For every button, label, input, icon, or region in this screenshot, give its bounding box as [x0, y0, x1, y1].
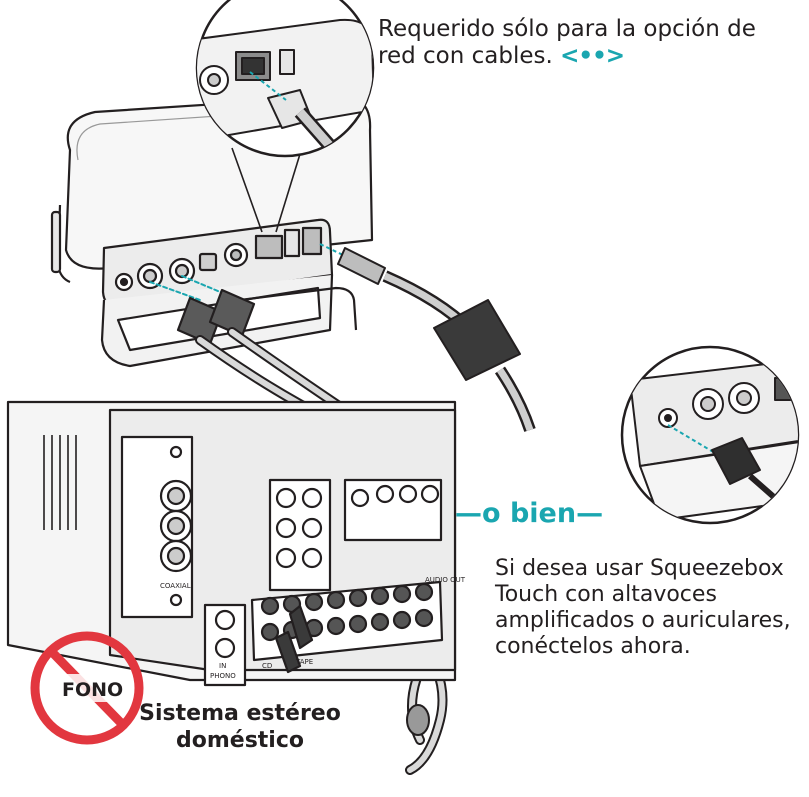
ethernet-arrows-icon: <••>	[560, 43, 625, 69]
stereo-system-label: Sistema estéreo doméstico	[139, 701, 341, 753]
headphone-zoom	[620, 345, 800, 525]
network-note-text: Requerido sólo para la opción de red con…	[378, 16, 756, 69]
stereo-receiver	[6, 400, 457, 687]
power-cable	[319, 243, 536, 432]
phono-badge-text: FONO	[62, 679, 123, 701]
in-label: IN	[219, 662, 226, 670]
ethernet-zoom	[195, 0, 375, 158]
tape-label: TAPE	[295, 658, 313, 666]
network-note: Requerido sólo para la opción de red con…	[378, 16, 798, 70]
phono-label: PHONO	[210, 672, 236, 680]
cd-label: CD	[262, 662, 272, 670]
coaxial-label: COAXIAL	[160, 582, 191, 590]
no-phono-badge: FONO	[30, 631, 144, 745]
or-label: —o bien—	[455, 498, 604, 529]
amplified-speakers-note: Si desea usar Squeezebox Touch con altav…	[495, 556, 791, 659]
receiver-labels: COAXIAL IN PHONO CD TAPE AUDIO OUT	[160, 576, 466, 680]
audio-out-label: AUDIO OUT	[425, 576, 466, 584]
top-callout-lines	[231, 147, 301, 233]
